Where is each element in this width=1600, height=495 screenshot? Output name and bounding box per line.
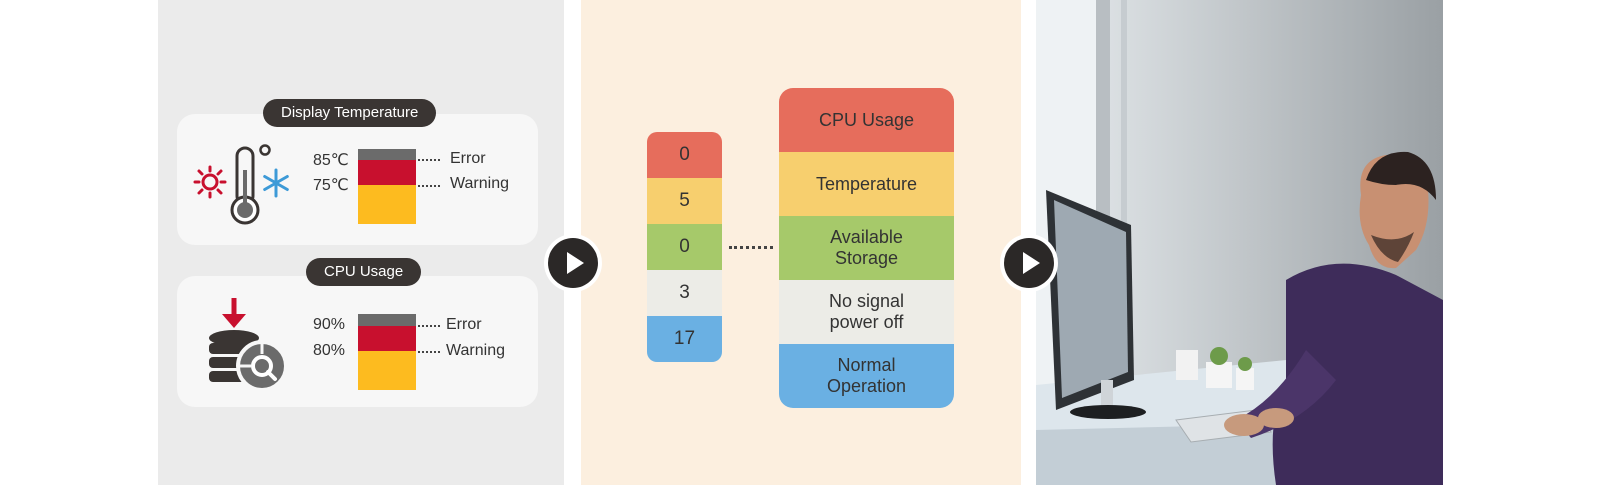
- sun-icon: [193, 165, 227, 199]
- play-icon: [548, 238, 598, 288]
- status-temperature: Temperature: [779, 152, 954, 216]
- display-temperature-title: Display Temperature: [263, 99, 437, 127]
- snowflake-icon: [263, 168, 289, 198]
- temperature-warning-label: Warning: [450, 175, 509, 192]
- office-photo: [1036, 0, 1443, 485]
- count-normal: 17: [647, 316, 722, 362]
- count-no-signal: 3: [647, 270, 722, 316]
- display-temperature-card: [177, 114, 538, 245]
- temperature-error-value: 85℃: [313, 152, 349, 169]
- thermometer-icon: [230, 144, 271, 225]
- cpu-usage-title: CPU Usage: [306, 258, 422, 286]
- cpu-threshold-gauge: [358, 314, 416, 390]
- pie-search-icon: [236, 340, 288, 392]
- status-cpu-usage: CPU Usage: [779, 88, 954, 152]
- cpu-error-label: Error: [446, 316, 482, 333]
- play-icon-second: [1004, 238, 1054, 288]
- count-temperature: 5: [647, 178, 722, 224]
- database-icon: [209, 298, 288, 392]
- man-at-computer-illustration: [1036, 0, 1443, 485]
- threshold-panel: Display Temperature 85℃ 75℃ Error Warnin…: [158, 0, 564, 485]
- download-arrow-icon: [222, 298, 246, 328]
- cpu-usage-card: [177, 276, 538, 407]
- cpu-warning-value: 80%: [313, 342, 346, 359]
- count-cpu: 0: [647, 132, 722, 178]
- cpu-warning-label: Warning: [446, 342, 505, 359]
- temperature-error-label: Error: [450, 150, 486, 167]
- connector-dots: [729, 246, 773, 249]
- temperature-threshold-gauge: [358, 149, 416, 224]
- cpu-error-value: 90%: [313, 316, 346, 333]
- count-column: 0 5 0 3 17: [647, 132, 722, 362]
- status-panel: 0 5 0 3 17 CPU Usage Temperature Availab…: [581, 0, 1021, 485]
- count-storage: 0: [647, 224, 722, 270]
- temperature-warning-value: 75℃: [313, 177, 349, 194]
